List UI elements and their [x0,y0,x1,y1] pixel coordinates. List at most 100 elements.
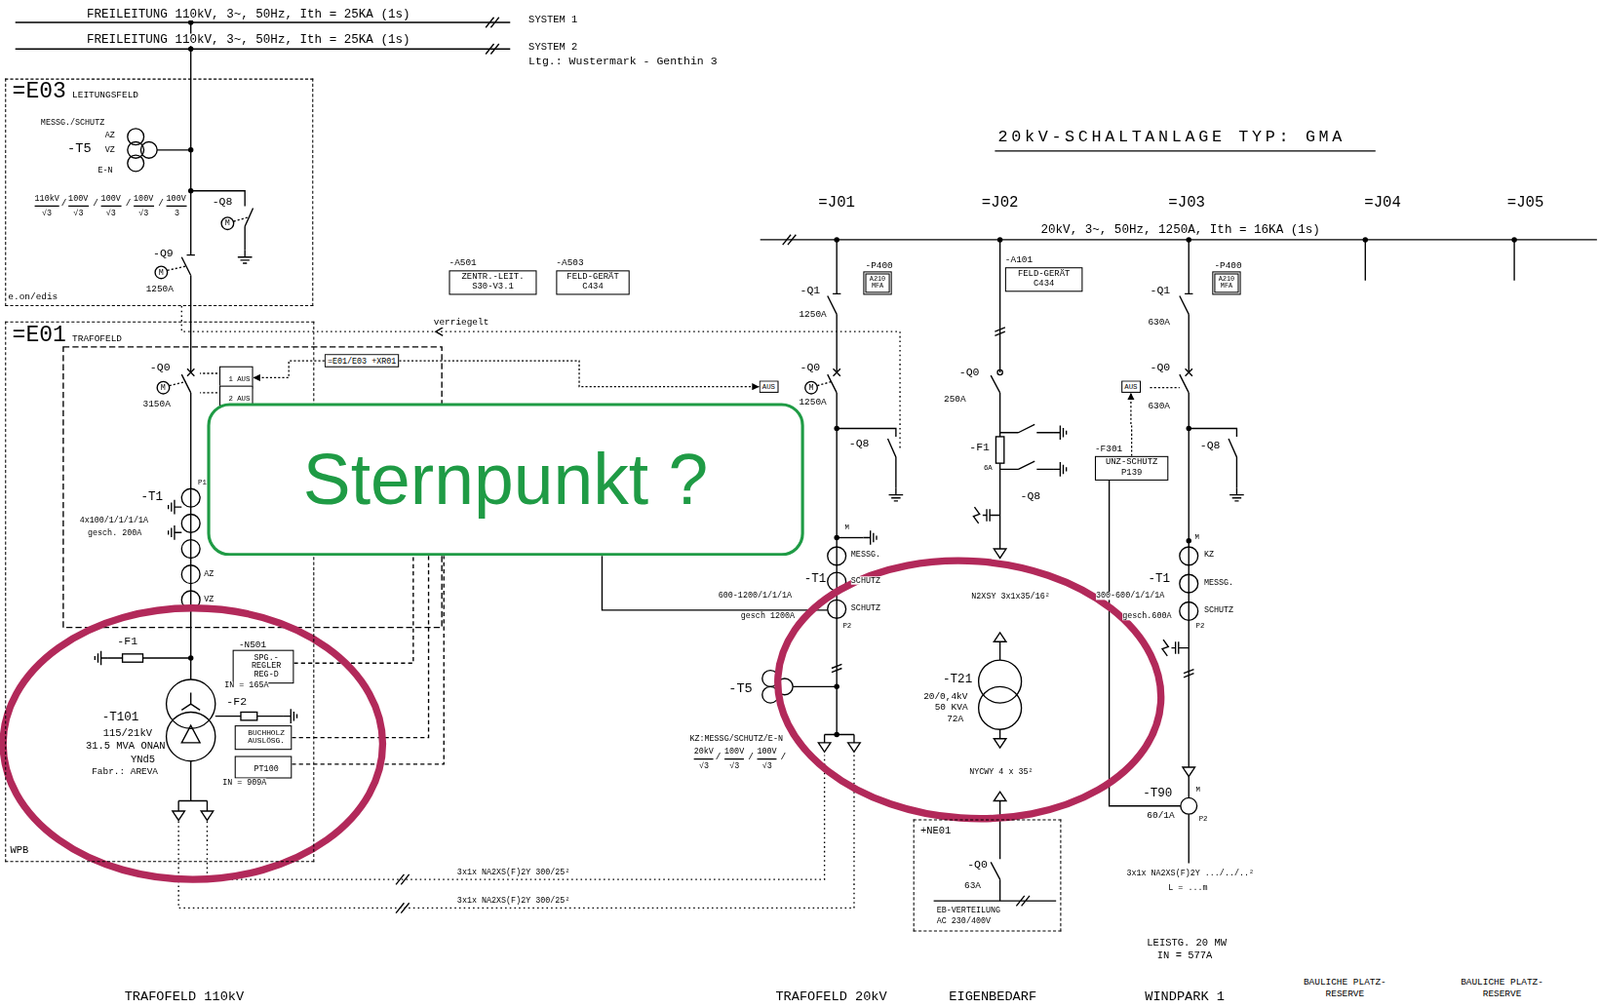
drawing-use [818,742,831,752]
schematic-label: AZ [105,131,116,140]
schematic-label: AZ [203,570,214,579]
drawing-path [792,686,837,688]
schematic-label: LEISTG. 20 MW [1146,938,1227,949]
schematic-label: P2 [1196,622,1206,629]
device-text: FELD-GERÄT C434 [559,272,627,292]
schematic-label: √3 [138,209,149,218]
drawing-circle [221,217,235,231]
drawing-path [191,191,254,251]
schematic-label: MESSG. [851,550,881,559]
schematic-label: gesch.600A [1122,612,1171,621]
device-text: BUCHHOLZ AUSLÖSG. [243,729,289,745]
field-frame: +NE01 [913,819,1062,932]
drawing-path [782,234,797,245]
drawing-path [1188,239,1190,863]
drawing-use [168,525,183,541]
schematic-label: MESSG./SCHUTZ [40,117,105,126]
drawing-path [1000,424,1054,469]
drawing-path [999,641,1001,661]
schematic-label: YNd5 [130,754,156,765]
schematic-label: P1 [197,479,207,487]
schematic-label: -F1 [117,636,138,649]
schematic-label: =J01 [818,195,856,212]
device-box: AUS [1121,380,1140,393]
drawing-path [395,874,410,914]
schematic-label: / [125,199,132,209]
drawing-path [178,761,207,812]
drawing-rect [122,654,144,663]
drawing-path [601,555,827,610]
schematic-label: TRAFOFELD 20kV [775,989,887,1004]
schematic-label: 6A [983,465,993,472]
schematic-label: 20/0,4kV [923,693,968,703]
schematic-label: -Q9 [153,247,174,260]
schematic-label: 4x100/1/1/1/1A [79,516,149,525]
schematic-label: IN = 909A [222,779,267,787]
schematic-label: -T1 [804,572,827,586]
schematic-label: WINDPARK 1 [1144,989,1225,1004]
device-tag: -A501 [448,259,476,269]
device-box: -F301UNZ-SCHUTZ P139 [1094,456,1169,481]
device-tag: -P400 [864,262,893,272]
schematic-label: KZ [1204,550,1214,559]
drawing-path [824,735,855,743]
device-text: AUS [762,382,776,391]
drawing-path [181,725,200,743]
drawing-circle [155,266,168,279]
device-text: TRAFOFELD [72,334,122,344]
schematic-label: 1250A [798,311,826,320]
device-box: BUCHHOLZ AUSLÖSG. [234,725,293,750]
drawing-circle [1180,797,1198,815]
drawing-use [1179,368,1193,393]
schematic-label: -T1 [1147,572,1171,586]
drawing-use [172,811,186,820]
drawing-circle [140,141,157,158]
schematic-label: =J02 [981,195,1019,212]
schematic-label: Ltg.: Wustermark - Genthin 3 [528,56,717,69]
drawing-use [827,293,842,314]
drawing-circle [805,381,819,394]
drawing-use [237,249,253,264]
drawing-circle [181,488,200,508]
schematic-label: E-N [97,166,113,175]
device-tag: -A503 [555,259,584,269]
schematic-label: M [158,268,164,276]
schematic-label: 115/21kV [103,728,153,739]
drawing-path [215,715,284,717]
schematic-label: -T1 [140,490,163,504]
device-tag: +NE01 [920,826,951,837]
schematic-label: e.on/edis [7,292,58,302]
schematic-label: 3x1x NA2XS(F)2Y 300/25² [457,897,571,905]
drawing-path [934,896,1057,906]
schematic-label: -Q0 [1149,362,1171,375]
schematic-label: -T21 [942,673,973,687]
schematic-label: -F1 [969,441,990,454]
schematic-label: 1250A [146,285,174,295]
drawing-path [694,758,778,760]
schematic-label: SYSTEM 1 [528,15,578,26]
drawing-use [1229,487,1245,502]
drawing-path [817,381,832,386]
drawing-circle [827,546,847,566]
drawing-path [836,429,897,489]
device-text: 1 AUS [228,376,250,384]
schematic-label: 630A [1147,318,1171,328]
drawing-path [291,555,444,764]
schematic-label: -Q1 [800,285,821,298]
drawing-path [435,327,443,336]
schematic-label: -F2 [226,697,247,709]
drawing-use [94,651,109,666]
drawing-path [1188,429,1237,489]
schematic-label: 3150A [143,399,171,409]
schematic-label: 3x1x NA2XS(F)2Y .../../..² [1126,869,1254,878]
schematic-label: -Q8 [1200,440,1221,453]
drawing-path [181,693,200,711]
drawing-use [848,742,861,752]
schematic-label: FREILEITUNG 110kV, 3~, 50Hz, Ith = 25KA … [86,34,411,47]
schematic-label: P2 [842,622,852,629]
schematic-label: IN = 577A [1157,950,1213,961]
drawing-path [15,22,511,49]
schematic-label: 100V [101,195,121,203]
callout-box: Sternpunkt ? [206,402,804,556]
